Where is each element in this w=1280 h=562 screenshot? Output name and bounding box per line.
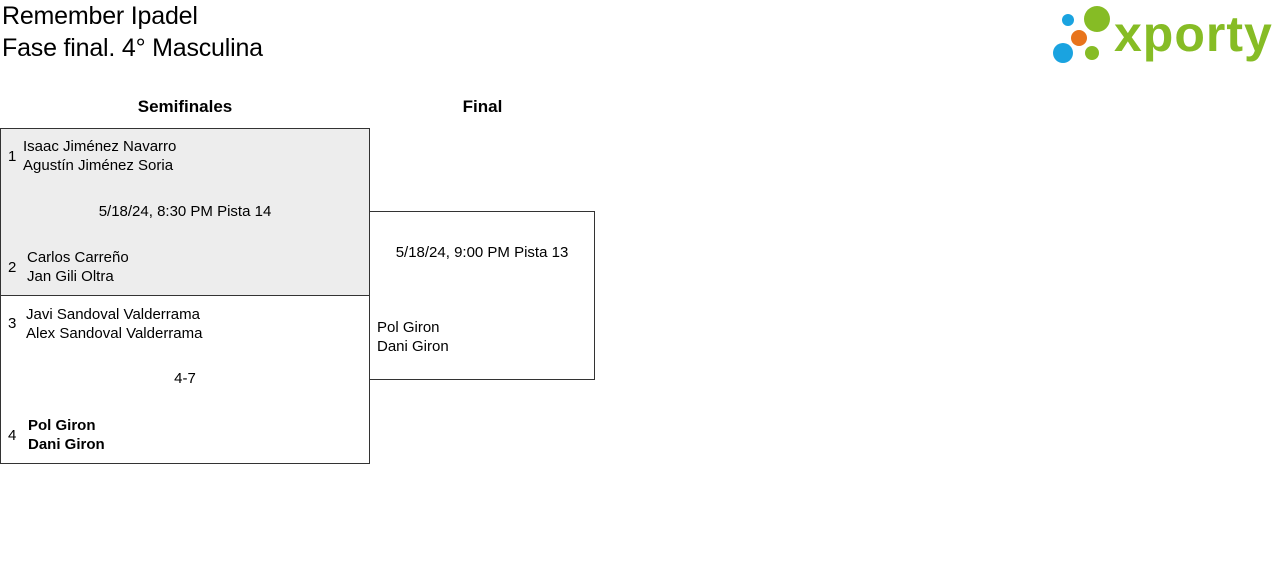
player-name: Javi Sandoval Valderrama (26, 306, 200, 323)
player-name: Carlos Carreño (27, 249, 129, 266)
player-name: Isaac Jiménez Navarro (23, 138, 177, 155)
player-name: Alex Sandoval Valderrama (26, 325, 203, 342)
logo-wordmark: xporty (1114, 6, 1273, 62)
team-entry: Javi Sandoval Valderrama Alex Sandoval V… (26, 305, 202, 343)
team-entry-winner: Pol Giron Dani Giron (28, 416, 105, 454)
tournament-title: Remember Ipadel (2, 2, 198, 30)
logo-dots-icon (1053, 6, 1110, 63)
team-entry: Isaac Jiménez Navarro Agustín Jiménez So… (23, 137, 176, 175)
match-semifinal-1[interactable]: 1 Isaac Jiménez Navarro Agustín Jiménez … (0, 128, 370, 296)
phase-subtitle: Fase final. 4° Masculina (2, 34, 263, 62)
player-name: Jan Gili Oltra (27, 268, 114, 285)
team-seed: 4 (8, 427, 17, 444)
player-name: Dani Giron (377, 338, 449, 355)
team-seed: 1 (8, 148, 17, 165)
player-name: Agustín Jiménez Soria (23, 157, 174, 174)
player-name: Pol Giron (377, 319, 440, 336)
team-entry: Carlos Carreño Jan Gili Oltra (27, 248, 129, 286)
round-header-semifinals: Semifinales (137, 97, 233, 116)
match-final[interactable]: 5/18/24, 9:00 PM Pista 13 Pol Giron Dani… (369, 211, 595, 380)
xporty-logo[interactable]: xporty (1050, 4, 1276, 66)
match-schedule: 5/18/24, 9:00 PM Pista 13 (395, 244, 569, 261)
round-header-final: Final (462, 97, 503, 116)
player-name: Dani Giron (28, 436, 105, 453)
player-name: Pol Giron (28, 417, 96, 434)
team-seed: 3 (8, 315, 17, 332)
team-seed: 2 (8, 259, 17, 276)
match-semifinal-2[interactable]: 3 Javi Sandoval Valderrama Alex Sandoval… (0, 295, 370, 464)
match-schedule: 5/18/24, 8:30 PM Pista 14 (98, 203, 272, 220)
match-score: 4-7 (174, 370, 196, 387)
team-entry: Pol Giron Dani Giron (377, 318, 449, 356)
